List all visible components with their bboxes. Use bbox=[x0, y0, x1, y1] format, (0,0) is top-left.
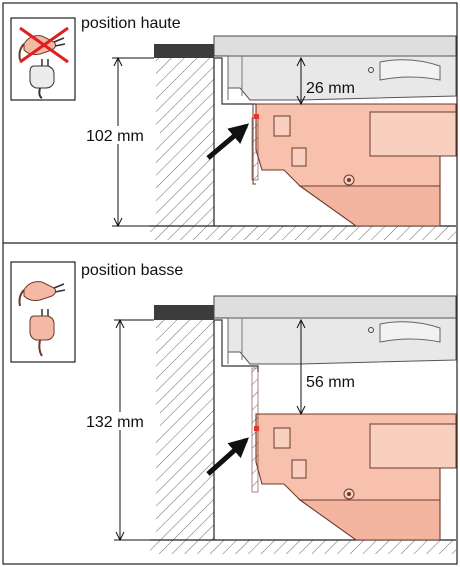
countertop bbox=[154, 305, 214, 320]
pointer-arrow bbox=[206, 123, 250, 160]
plug-crossed-out-icon bbox=[10, 17, 76, 101]
panel-high-position: position haute bbox=[10, 15, 457, 240]
red-marker bbox=[254, 426, 259, 431]
floor-section bbox=[150, 540, 456, 554]
height-dimension: 102 mm bbox=[84, 56, 160, 228]
floor-section bbox=[150, 226, 456, 240]
height-dimension: 132 mm bbox=[84, 318, 160, 542]
height-label: 132 mm bbox=[86, 414, 144, 431]
countertop bbox=[154, 44, 214, 58]
plug-icon bbox=[10, 261, 76, 363]
cooktop-body bbox=[213, 295, 457, 372]
gap-label: 26 mm bbox=[306, 80, 355, 97]
pointer-arrow bbox=[206, 437, 249, 476]
induction-unit bbox=[251, 103, 457, 227]
wall-section bbox=[156, 320, 214, 540]
panel-low-position: position basse bbox=[10, 261, 457, 554]
gap-label: 56 mm bbox=[306, 374, 355, 391]
wall-section bbox=[156, 58, 214, 226]
gap-dimension: 56 mm bbox=[296, 318, 368, 416]
height-label: 102 mm bbox=[86, 128, 144, 145]
induction-unit bbox=[251, 367, 457, 541]
gap-dimension: 26 mm bbox=[296, 56, 368, 106]
panel-title: position haute bbox=[81, 15, 181, 32]
panel-title: position basse bbox=[81, 262, 183, 279]
red-marker bbox=[254, 114, 259, 119]
